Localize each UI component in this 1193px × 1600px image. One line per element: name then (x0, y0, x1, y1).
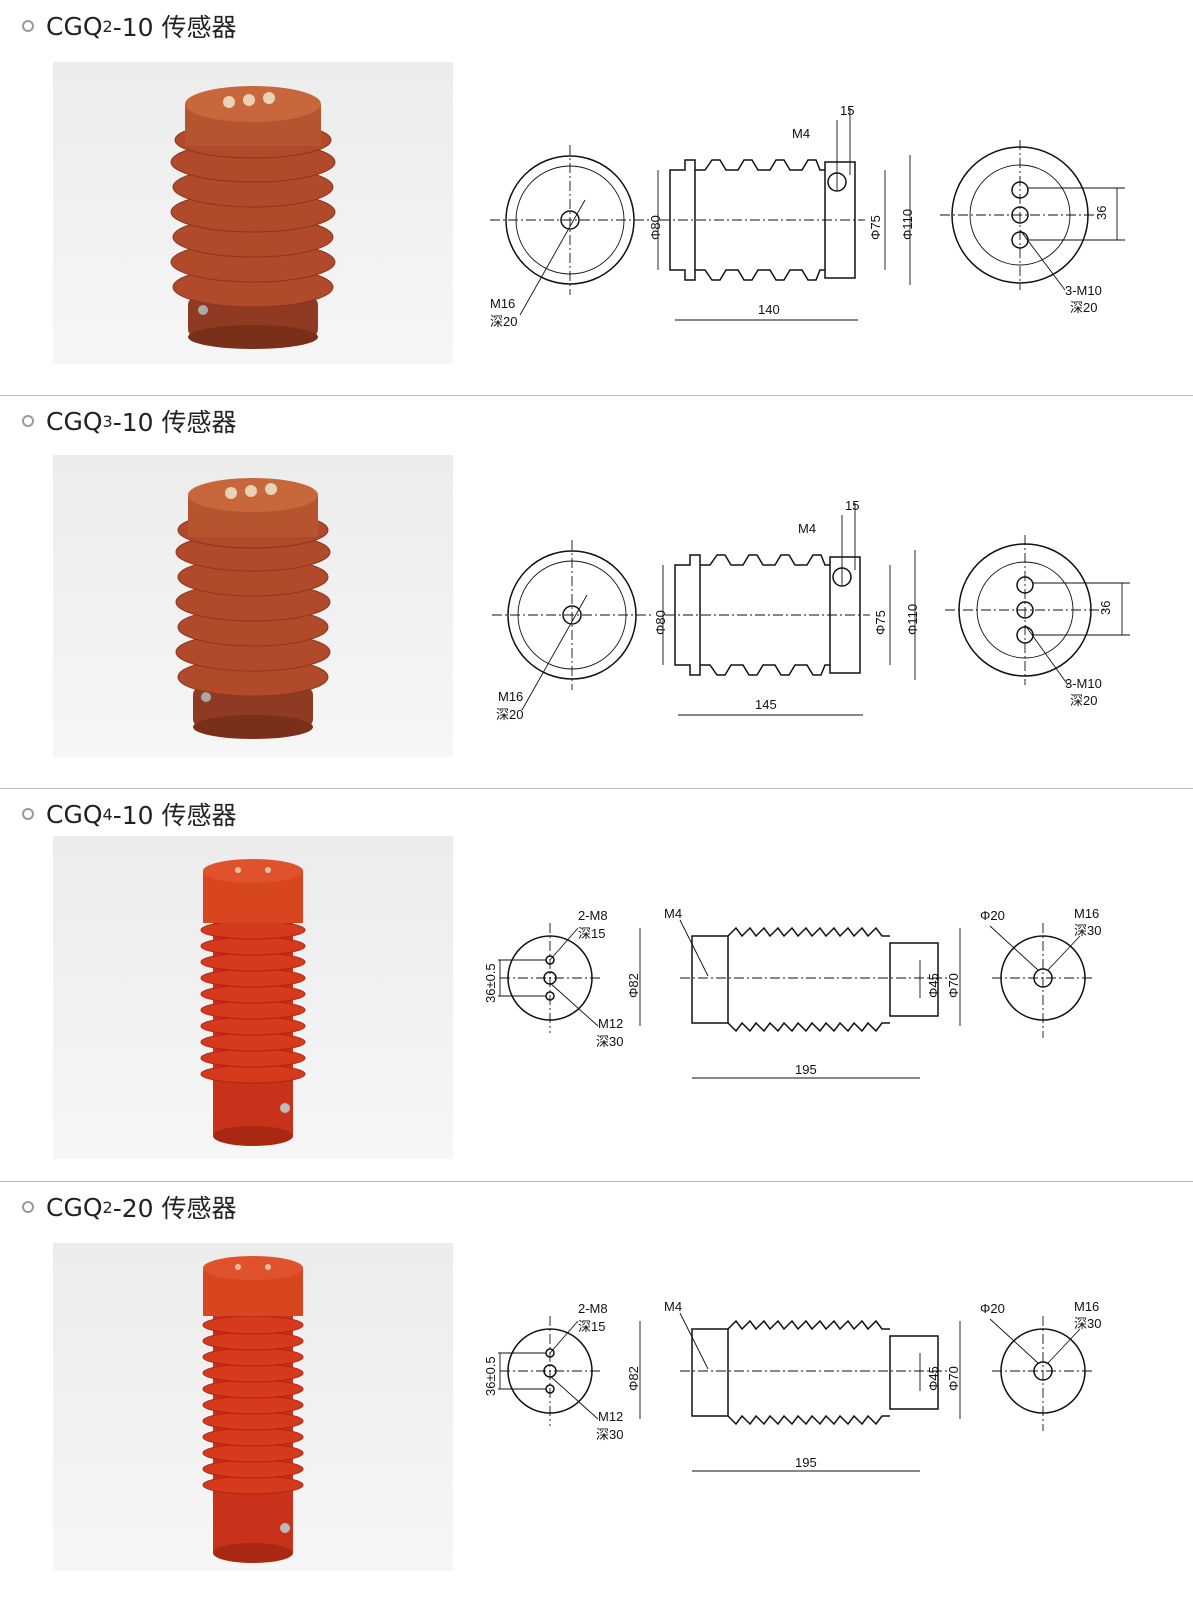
model-suffix: -10 传感器 (112, 801, 237, 830)
red-insulator-image (200, 859, 306, 1146)
model-suffix: -20 传感器 (112, 1194, 237, 1223)
label-m4: M4 (664, 906, 682, 921)
label-m16: M16 (1074, 1299, 1099, 1314)
product-photo (53, 455, 453, 757)
label-36: 36 (1098, 601, 1113, 615)
model-subscript: 3 (102, 411, 113, 431)
bullet-icon (22, 808, 34, 820)
label-phi82: Φ82 (626, 1366, 641, 1391)
label-depth15: 深15 (578, 926, 605, 941)
label-depth30: 深30 (596, 1034, 623, 1049)
section-divider (0, 788, 1193, 789)
dimension-drawing: 36±0.5 2-M8 深15 M12 深30 Φ82 M4 Φ45 Φ70 1 (483, 906, 1101, 1079)
technical-drawing: 36±0.5 2-M8 深15 M12 深30 Φ82 M4 Φ45 Φ70 1 (480, 898, 1180, 1098)
technical-drawing: M16 深20 15 M4 Φ80 Φ75 Φ110 140 (480, 90, 1180, 350)
label-phi70: Φ70 (946, 973, 961, 998)
model-subscript: 2 (102, 16, 113, 36)
label-phi45: Φ45 (926, 1366, 941, 1391)
label-m16: M16 (498, 689, 523, 704)
technical-drawing: M16 深20 15 M4 Φ80 Φ75 Φ110 145 (480, 485, 1180, 745)
label-depth-end: 深30 (1074, 1316, 1101, 1331)
label-15: 15 (845, 498, 859, 513)
label-phi80: Φ80 (653, 610, 668, 635)
label-2m8: 2-M8 (578, 1301, 608, 1316)
red-insulator-image (202, 1256, 304, 1563)
dimension-drawing: M16 深20 15 M4 Φ80 Φ75 Φ110 145 (492, 498, 1130, 722)
model-suffix: -10 传感器 (112, 408, 237, 437)
label-2m8: 2-M8 (578, 908, 608, 923)
label-length: 140 (758, 302, 780, 317)
model-suffix: -10 传感器 (112, 13, 237, 42)
label-depth: 深20 (490, 314, 517, 329)
label-3m10: 3-M10 (1065, 676, 1102, 691)
label-m4: M4 (792, 126, 810, 141)
label-pitch: 36±0.5 (483, 963, 498, 1003)
label-phi70: Φ70 (946, 1366, 961, 1391)
bullet-icon (22, 20, 34, 32)
technical-drawing: 36±0.5 2-M8 深15 M12 深30 Φ82 M4 Φ45 Φ70 1 (480, 1291, 1180, 1491)
brown-insulator-image (170, 86, 336, 349)
model-subscript: 2 (102, 1197, 113, 1217)
section-divider (0, 395, 1193, 396)
label-m4: M4 (798, 521, 816, 536)
label-length: 195 (795, 1455, 817, 1470)
label-phi45: Φ45 (926, 973, 941, 998)
bullet-icon (22, 1201, 34, 1213)
model-name: CGQ (46, 406, 103, 436)
label-depth-holes: 深20 (1070, 300, 1097, 315)
label-depth: 深20 (496, 707, 523, 722)
label-phi110: Φ110 (905, 604, 920, 635)
label-m16: M16 (490, 296, 515, 311)
label-3m10: 3-M10 (1065, 283, 1102, 298)
label-depth-holes: 深20 (1070, 693, 1097, 708)
label-depth15: 深15 (578, 1319, 605, 1334)
model-name: CGQ (46, 1192, 103, 1222)
brown-insulator-image (175, 478, 331, 739)
label-m16: M16 (1074, 906, 1099, 921)
section-divider (0, 1181, 1193, 1182)
model-subscript: 4 (102, 804, 113, 824)
label-phi82: Φ82 (626, 973, 641, 998)
model-name: CGQ (46, 11, 103, 41)
label-length: 195 (795, 1062, 817, 1077)
product-photo (53, 62, 453, 364)
label-pitch: 36±0.5 (483, 1356, 498, 1396)
label-phi75: Φ75 (868, 215, 883, 240)
label-depth-end: 深30 (1074, 923, 1101, 938)
label-m12: M12 (598, 1409, 623, 1424)
label-phi20: Φ20 (980, 1301, 1005, 1316)
product-photo (53, 1243, 453, 1571)
label-length: 145 (755, 697, 777, 712)
label-phi20: Φ20 (980, 908, 1005, 923)
label-depth30: 深30 (596, 1427, 623, 1442)
dimension-drawing: M16 深20 15 M4 Φ80 Φ75 Φ110 140 (490, 103, 1125, 329)
product-photo (53, 836, 453, 1159)
label-36: 36 (1094, 206, 1109, 220)
model-name: CGQ (46, 799, 103, 829)
label-phi110: Φ110 (900, 209, 915, 240)
dimension-drawing: 36±0.5 2-M8 深15 M12 深30 Φ82 M4 Φ45 Φ70 1 (483, 1299, 1101, 1472)
label-m4: M4 (664, 1299, 682, 1314)
label-m12: M12 (598, 1016, 623, 1031)
label-15: 15 (840, 103, 854, 118)
bullet-icon (22, 415, 34, 427)
label-phi75: Φ75 (873, 610, 888, 635)
label-phi80: Φ80 (648, 215, 663, 240)
